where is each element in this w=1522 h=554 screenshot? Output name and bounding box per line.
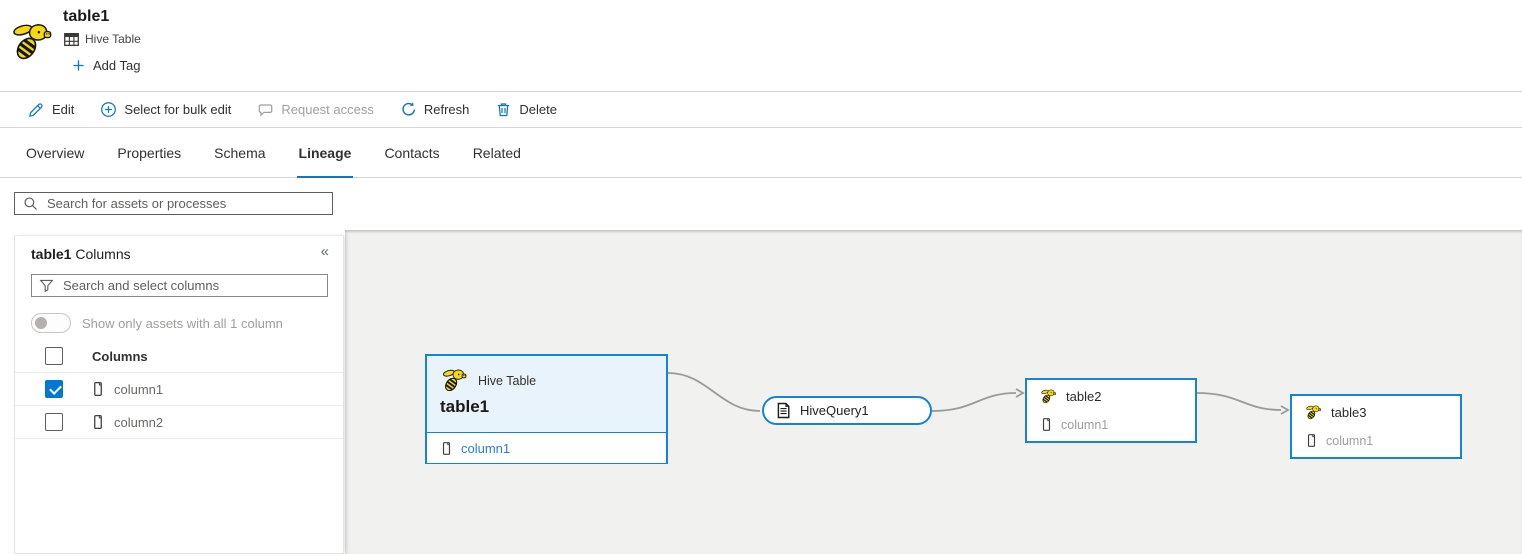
tab-overview[interactable]: Overview xyxy=(26,145,85,161)
asset-search-box xyxy=(14,192,333,215)
page-title: table1 xyxy=(63,8,110,25)
node-header: Hive Table table1 xyxy=(427,356,666,432)
column-item-label: column2 xyxy=(114,414,164,430)
lineage-canvas[interactable]: Hive Table table1 column1 HiveQuery1 tab… xyxy=(345,230,1522,554)
toggle-row: Show only assets with all 1 column xyxy=(31,313,283,333)
node-title: table1 xyxy=(440,397,490,416)
delete-button[interactable]: Delete xyxy=(495,101,557,118)
search-icon xyxy=(23,196,38,211)
asset-search-input[interactable] xyxy=(45,195,324,212)
collapse-panel-icon[interactable]: « xyxy=(320,243,329,260)
trash-icon xyxy=(495,101,512,118)
node-column-row: column1 xyxy=(1306,433,1373,448)
asset-type-row: Hive Table xyxy=(64,32,141,46)
node-title: table3 xyxy=(1331,405,1367,420)
select-for-bulk-edit-button[interactable]: Select for bulk edit xyxy=(100,101,231,118)
tab-lineage[interactable]: Lineage xyxy=(296,145,354,178)
edge-hivequery1-to-table2 xyxy=(931,388,1025,412)
toggle-label: Show only assets with all 1 column xyxy=(82,315,283,331)
request-access-button[interactable]: Request access xyxy=(257,101,374,118)
columns-header-label: Columns xyxy=(92,348,148,364)
command-bar: Edit Select for bulk edit Request access… xyxy=(0,91,1522,128)
lineage-edges xyxy=(667,372,1290,415)
node-column-row: column1 xyxy=(1041,417,1108,432)
hive-bee-icon xyxy=(1040,388,1057,405)
pencil-icon xyxy=(28,101,45,118)
plus-icon xyxy=(72,59,85,72)
asset-type-label: Hive Table xyxy=(85,32,141,46)
show-only-assets-toggle[interactable] xyxy=(31,313,71,333)
refresh-icon xyxy=(400,101,417,118)
tab-properties[interactable]: Properties xyxy=(117,145,182,161)
node-column-label: column1 xyxy=(461,440,511,456)
node-column-label: column1 xyxy=(1326,433,1374,448)
select-all-checkbox[interactable] xyxy=(45,347,63,365)
columns-panel-header: table1 Columns « xyxy=(15,236,343,268)
toggle-knob xyxy=(35,317,47,329)
column-icon xyxy=(1306,433,1317,448)
columns-list-header: Columns xyxy=(15,340,343,373)
lineage-node-table1[interactable]: Hive Table table1 column1 xyxy=(425,354,668,464)
hive-bee-logo xyxy=(10,20,54,64)
tab-schema[interactable]: Schema xyxy=(214,145,266,161)
tab-contacts[interactable]: Contacts xyxy=(384,145,440,161)
column1-checkbox[interactable] xyxy=(45,380,63,398)
column-item-label: column1 xyxy=(114,381,164,397)
filter-funnel-icon xyxy=(39,278,54,293)
column-search-input[interactable] xyxy=(61,277,320,294)
hive-bee-icon xyxy=(441,367,468,394)
process-title: HiveQuery1 xyxy=(800,403,869,418)
column-icon xyxy=(92,381,104,397)
query-document-icon xyxy=(775,402,792,419)
hive-bee-icon xyxy=(1305,404,1322,421)
column-list-item[interactable]: column1 xyxy=(15,373,343,406)
edge-table1-to-hivequery1 xyxy=(667,372,761,412)
tab-bar: Overview Properties Schema Lineage Conta… xyxy=(0,129,1522,178)
column-icon xyxy=(1041,417,1052,432)
table-grid-icon xyxy=(64,33,79,46)
columns-panel-title: table1 Columns xyxy=(31,246,131,262)
columns-panel: table1 Columns « Show only assets with a… xyxy=(14,235,344,554)
add-tag-button[interactable]: Add Tag xyxy=(72,58,140,73)
node-title: table2 xyxy=(1066,389,1102,404)
column-search-box xyxy=(31,274,328,297)
node-column-label: column1 xyxy=(1061,417,1109,432)
refresh-button[interactable]: Refresh xyxy=(400,101,469,118)
column-icon xyxy=(92,414,104,430)
node-column-row[interactable]: column1 xyxy=(427,432,666,463)
lineage-node-table2[interactable]: table2 column1 xyxy=(1025,378,1197,443)
lineage-node-table3[interactable]: table3 column1 xyxy=(1290,394,1462,459)
node-type-label: Hive Table xyxy=(478,373,537,388)
column-icon xyxy=(441,441,452,456)
edit-button[interactable]: Edit xyxy=(28,101,74,118)
chat-bubble-icon xyxy=(257,101,274,118)
lineage-node-hivequery1[interactable]: HiveQuery1 xyxy=(762,396,932,425)
add-tag-label: Add Tag xyxy=(93,58,141,73)
edge-table2-to-table3 xyxy=(1196,392,1290,415)
tab-related[interactable]: Related xyxy=(472,145,521,161)
circle-plus-icon xyxy=(100,101,117,118)
column2-checkbox[interactable] xyxy=(45,413,63,431)
column-list-item[interactable]: column2 xyxy=(15,406,343,439)
